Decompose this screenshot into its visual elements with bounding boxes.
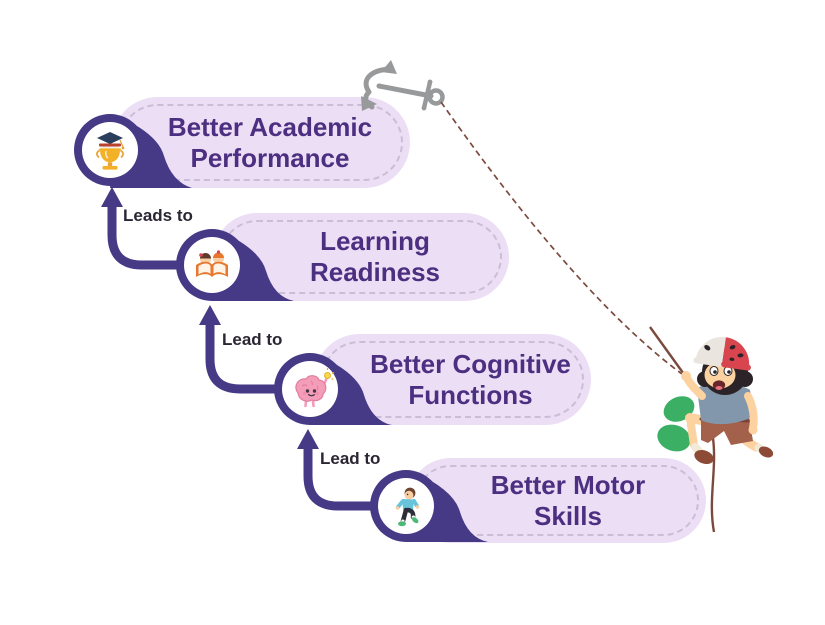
step-title-line: Performance [190,142,350,173]
step-title-line: Learning [320,226,430,256]
arrow-leads-to-1 [101,187,185,270]
step-pill-better-academic-performance: Better Academic Performance [112,97,410,188]
climbing-child-illustration [657,336,774,465]
step-title-line: Better Cognitive [370,348,571,379]
step-pill-better-motor-skills: Better Motor Skills [408,458,706,543]
step-pill-learning-readiness: Learning Readiness [213,213,509,301]
climbing-helmet [693,336,751,371]
step-title-line: Better Motor [490,469,646,500]
step-title-line: Skills [534,500,602,531]
step-title-line: Readiness [309,257,441,287]
step-title: Learning Readiness [282,226,440,288]
step-title: Better Academic Performance [150,112,372,174]
connector-label-leads-to: Leads to [123,206,193,225]
step-title: Better Motor Skills [469,470,646,532]
connector-label-lead-to: Lead to [320,449,381,468]
step-title-line: Better Academic [167,111,373,142]
step-pill-better-cognitive-functions: Better Cognitive Functions [314,334,591,425]
connector-label-lead-to: Lead to [222,330,283,349]
step-title-line: Functions [408,379,533,410]
step-title: Better Cognitive Functions [334,349,571,411]
